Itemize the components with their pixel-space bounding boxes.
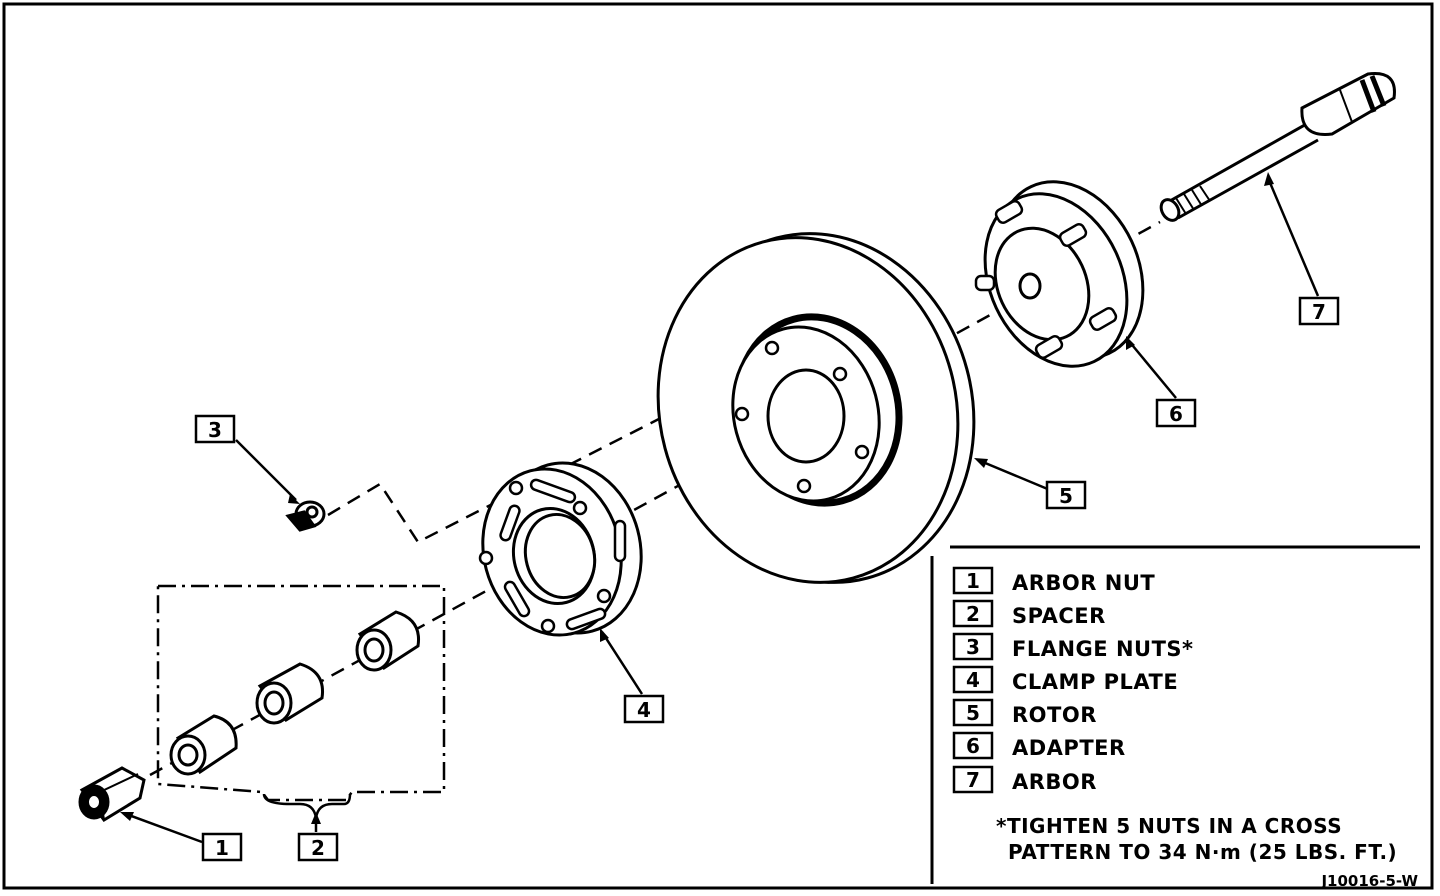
callout-7: 7 bbox=[1298, 296, 1340, 326]
legend-number: 2 bbox=[966, 602, 980, 626]
legend-item: 5 ROTOR bbox=[952, 698, 1097, 727]
callout-number: 2 bbox=[311, 836, 325, 860]
callout-leaders bbox=[125, 177, 1320, 844]
callout-number: 3 bbox=[208, 418, 222, 442]
arbor-nut bbox=[78, 766, 146, 822]
legend-number-box bbox=[952, 731, 994, 760]
spacer-group-boundary bbox=[156, 584, 446, 802]
callout-box bbox=[297, 832, 339, 862]
legend-number: 4 bbox=[966, 668, 980, 692]
legend-number: 6 bbox=[966, 734, 980, 758]
legend-number: 3 bbox=[966, 635, 980, 659]
torque-note-line-1: *TIGHTEN 5 NUTS IN A CROSS bbox=[996, 814, 1342, 838]
callout-1: 1 bbox=[201, 832, 243, 862]
legend-number-box bbox=[952, 632, 994, 661]
legend-label: ADAPTER bbox=[1012, 736, 1126, 760]
callout-number: 5 bbox=[1059, 484, 1073, 508]
callout-number: 1 bbox=[215, 836, 229, 860]
spacer-group-bracket bbox=[262, 793, 352, 819]
callout-box bbox=[1155, 398, 1197, 428]
legend-number-box bbox=[952, 566, 994, 595]
legend-label: ROTOR bbox=[1012, 703, 1097, 727]
legend-item: 4 CLAMP PLATE bbox=[952, 665, 1178, 694]
adapter-studs bbox=[974, 200, 1118, 359]
callout-number: 7 bbox=[1312, 300, 1326, 324]
legend-item: 1 ARBOR NUT bbox=[952, 566, 1155, 595]
callout-number: 6 bbox=[1169, 402, 1183, 426]
callout-6: 6 bbox=[1155, 398, 1197, 428]
legend-number-box bbox=[952, 599, 994, 628]
torque-note-line-2: PATTERN TO 34 N·m (25 LBS. FT.) bbox=[1008, 840, 1397, 864]
legend-item: 7 ARBOR bbox=[952, 765, 1097, 794]
legend-number-box bbox=[952, 765, 994, 794]
legend-number: 7 bbox=[966, 768, 980, 792]
arbor bbox=[1159, 72, 1396, 222]
callout-4: 4 bbox=[623, 694, 665, 724]
callout-3: 3 bbox=[194, 414, 236, 444]
spacer-small bbox=[169, 714, 238, 776]
legend-item: 6 ADAPTER bbox=[952, 731, 1126, 760]
spacers bbox=[169, 610, 421, 776]
callout-box bbox=[1298, 296, 1340, 326]
adapter bbox=[974, 180, 1145, 368]
callout-2: 2 bbox=[297, 832, 339, 862]
drawing-code: J10016-5-W bbox=[1320, 872, 1418, 890]
clamp-plate bbox=[478, 461, 643, 637]
callout-number: 4 bbox=[637, 698, 651, 722]
clamp-plate-slots bbox=[499, 478, 627, 631]
rotor bbox=[656, 232, 976, 584]
rotor-bolt-holes bbox=[734, 340, 870, 494]
legend-label: CLAMP PLATE bbox=[1012, 670, 1178, 694]
callout-box bbox=[194, 414, 236, 444]
callout-arrowheads bbox=[120, 172, 1274, 824]
legend-label: ARBOR NUT bbox=[1012, 571, 1155, 595]
flange-nut bbox=[285, 500, 326, 532]
legend-number: 1 bbox=[966, 569, 980, 593]
callout-box bbox=[1045, 480, 1087, 510]
callout-5: 5 bbox=[1045, 480, 1087, 510]
spacer-medium bbox=[255, 662, 325, 725]
legend: 1 ARBOR NUT 2 SPACER 3 FLANGE NUTS* 4 CL… bbox=[930, 545, 1420, 884]
legend-label: ARBOR bbox=[1012, 770, 1097, 794]
legend-label: FLANGE NUTS* bbox=[1012, 637, 1194, 661]
legend-item: 2 SPACER bbox=[952, 599, 1106, 628]
callout-box bbox=[201, 832, 243, 862]
legend-label: SPACER bbox=[1012, 604, 1106, 628]
legend-item: 3 FLANGE NUTS* bbox=[952, 632, 1194, 661]
legend-number-box bbox=[952, 665, 994, 694]
spacer-large bbox=[355, 610, 421, 672]
callout-box bbox=[623, 694, 665, 724]
legend-number-box bbox=[952, 698, 994, 727]
legend-number: 5 bbox=[966, 701, 980, 725]
